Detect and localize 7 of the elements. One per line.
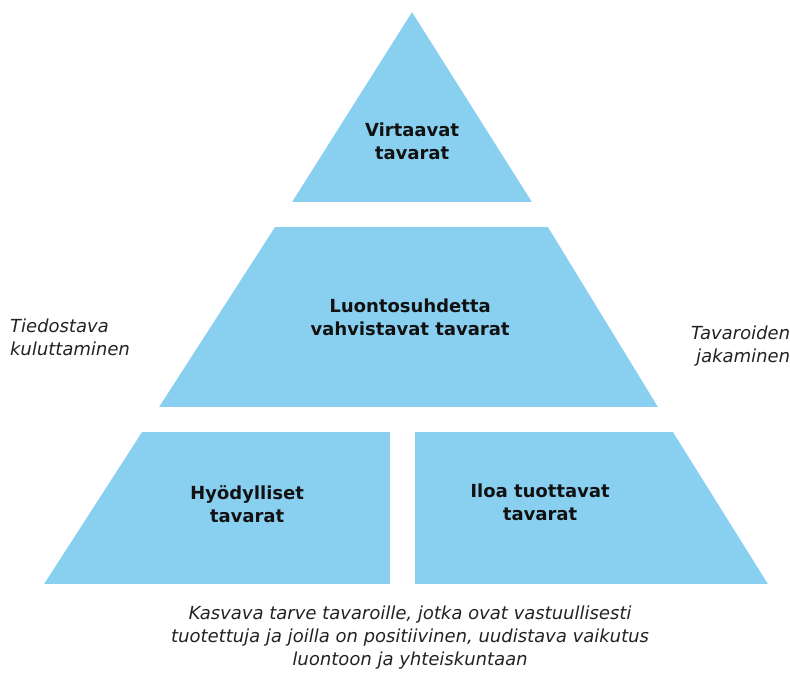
caption: Kasvava tarve tavaroille, jotka ovat vastuullisesti tuotettuja ja joilla on positiivinen, uudistava vaikutus luontoon ja yhteiskuntaan: [170, 602, 650, 671]
side-note: Tiedostava kuluttaminen: [10, 315, 131, 361]
tier-label: Iloa tuottavat tavarat: [469, 480, 611, 526]
tier-label: Luontosuhdetta vahvistavat tavarat: [309, 295, 511, 341]
tier-label: Virtaavat tavarat: [364, 119, 460, 165]
side-note: Tavaroiden jakaminen: [690, 322, 790, 368]
tier-label: Hyödylliset tavarat: [189, 482, 305, 528]
